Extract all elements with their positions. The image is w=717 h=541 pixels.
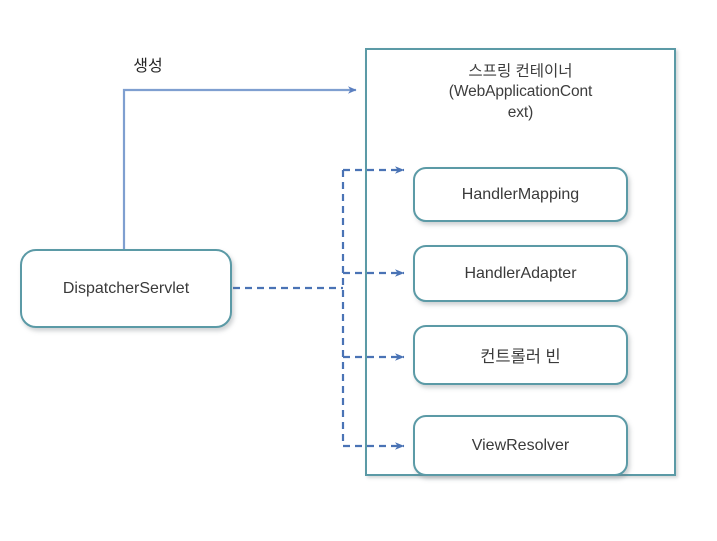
spring-container-title-kr: 스프링 컨테이너 <box>468 63 573 80</box>
spring-container-title-en-line2: ext) <box>507 103 534 121</box>
node-handler-mapping-label: HandlerMapping <box>461 185 580 203</box>
node-controller-bean-label: 컨트롤러 빈 <box>480 348 561 366</box>
node-handler-adapter-label: HandlerAdapter <box>464 264 577 282</box>
node-dispatcher-servlet-label: DispatcherServlet <box>62 279 190 297</box>
node-handler-mapping[interactable]: HandlerMapping <box>413 167 628 222</box>
node-view-resolver-label: ViewResolver <box>471 436 570 454</box>
edge-dashed-trunk <box>233 170 345 446</box>
node-view-resolver[interactable]: ViewResolver <box>413 415 628 476</box>
node-handler-adapter[interactable]: HandlerAdapter <box>413 245 628 302</box>
node-dispatcher-servlet[interactable]: DispatcherServlet <box>20 249 232 328</box>
spring-container-title: 스프링 컨테이너 (WebApplicationCont ext) <box>388 62 653 123</box>
node-controller-bean[interactable]: 컨트롤러 빈 <box>413 325 628 385</box>
spring-container-title-en-line1: (WebApplicationCont <box>448 83 593 101</box>
edge-label-create: 생성 <box>133 58 163 75</box>
edge-create-solid <box>122 86 357 250</box>
